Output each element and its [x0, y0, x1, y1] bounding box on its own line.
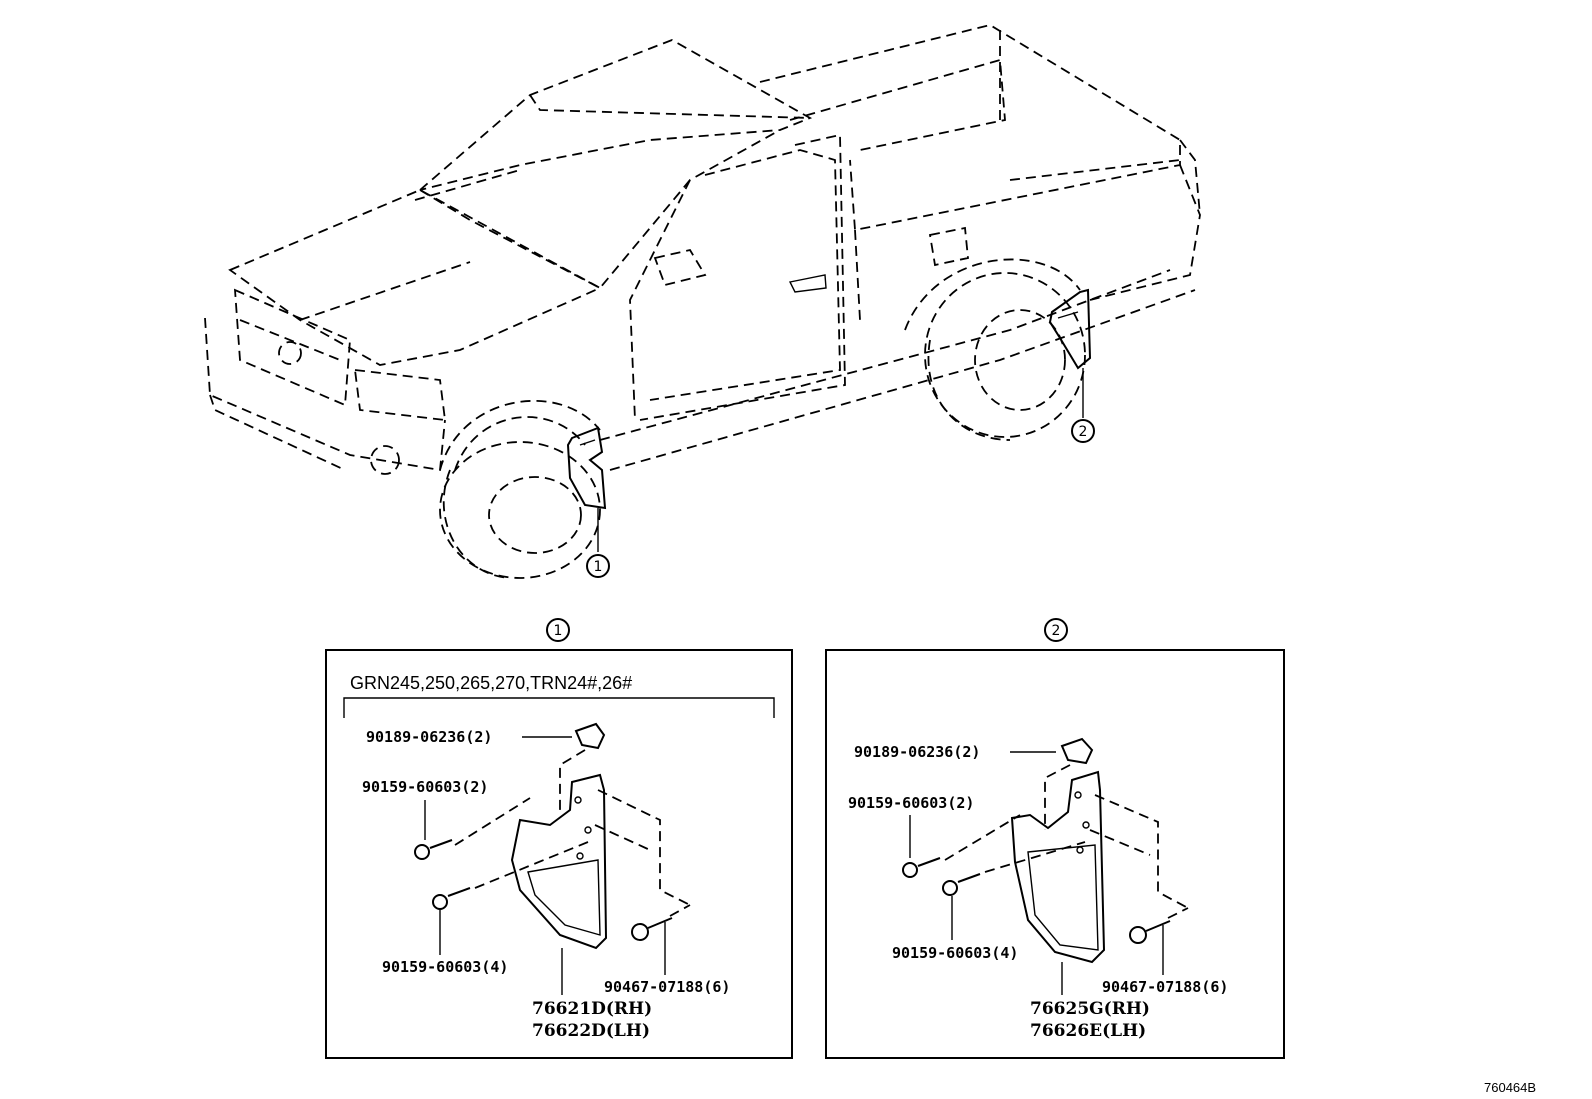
panel-2-mud-flap-icon: [1010, 770, 1106, 964]
panel-1-label-clip: 90189-06236(2): [366, 728, 492, 746]
panel-1-bracket: [343, 697, 775, 718]
panel-1-mud-flap-icon: [510, 773, 608, 950]
panel-1-title-circle: [546, 618, 570, 642]
panel-1-screw-upper-icon: [414, 839, 453, 860]
diagram-code: 760464B: [1484, 1080, 1536, 1095]
panel-1-title: 1: [554, 623, 563, 639]
panel-2-title-circle: [1044, 618, 1068, 642]
panel-1-frame: [325, 649, 793, 1059]
panel-2-bolt-icon: [1129, 920, 1171, 944]
panel-1-label-flap-lh: 76622D(LH): [532, 1021, 650, 1041]
panel-2-label-flap-lh: 76626E(LH): [1030, 1021, 1146, 1041]
panel-2-screw-lower-icon: [942, 873, 981, 896]
panel-2-screw-upper-icon: [902, 857, 941, 878]
panel-1-label-bolt: 90467-07188(6): [604, 978, 730, 996]
callout-2-number: 2: [1079, 424, 1088, 440]
callout-2-circle: [1071, 419, 1095, 443]
rear-mud-flap-on-truck: 2: [1048, 288, 1095, 443]
panel-2-label-flap-rh: 76625G(RH): [1030, 999, 1150, 1019]
panel-1-applicability: GRN245,250,265,270,TRN24#,26#: [350, 673, 632, 693]
panel-2-frame: [825, 649, 1285, 1059]
panel-2: 2 90189-06236(2) 90159-60603(2) 90159-60…: [825, 618, 1285, 1059]
panel-1-bolt-icon: [631, 917, 673, 941]
callout-1-circle: [586, 554, 610, 578]
panel-1-screw-lower-icon: [432, 887, 471, 910]
front-mud-flap-on-truck: 1: [566, 426, 610, 578]
panel-1-clip-icon: [574, 722, 606, 750]
panel-1-label-screw-upper: 90159-60603(2): [362, 778, 488, 796]
panel-2-label-clip: 90189-06236(2): [854, 743, 980, 761]
callout-1-number: 1: [594, 559, 603, 575]
panel-2-label-screw-upper: 90159-60603(2): [848, 794, 974, 812]
panel-2-title: 2: [1052, 623, 1061, 639]
panel-1: 1 GRN245,250,265,270,TRN24#,26# 90189-06…: [325, 618, 793, 1059]
panel-2-label-screw-lower: 90159-60603(4): [892, 944, 1018, 962]
panel-2-clip-icon: [1060, 737, 1094, 765]
panel-1-label-screw-lower: 90159-60603(4): [382, 958, 508, 976]
panel-1-label-flap-rh: 76621D(RH): [532, 999, 652, 1019]
panel-2-label-bolt: 90467-07188(6): [1102, 978, 1228, 996]
truck-outline: [204, 24, 1201, 579]
